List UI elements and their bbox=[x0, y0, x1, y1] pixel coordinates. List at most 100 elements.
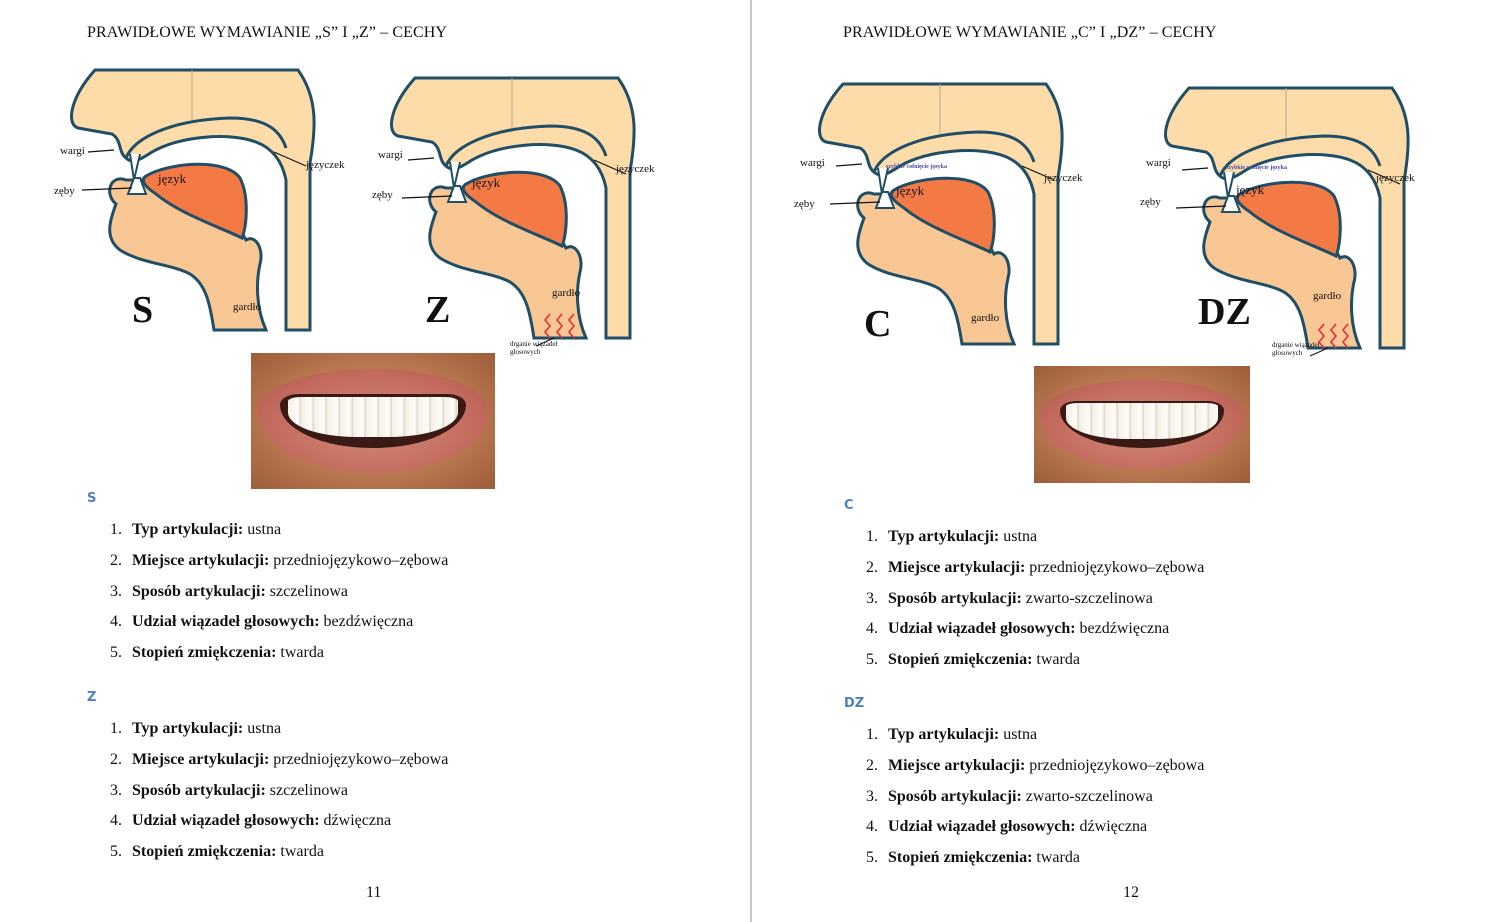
item-number: 2. bbox=[866, 756, 878, 774]
vibration-waves bbox=[543, 313, 576, 339]
smile-photo bbox=[251, 353, 495, 489]
list-item: 5.Stopień zmiękczenia: twarda bbox=[866, 849, 1080, 867]
item-value: zwarto-szczelinowa bbox=[1025, 589, 1153, 607]
item-number: 5. bbox=[110, 644, 122, 662]
label-vibration: drganie wiązadeł głosowych bbox=[510, 340, 558, 356]
item-value: dźwięczna bbox=[323, 812, 392, 830]
upper-head bbox=[70, 68, 316, 332]
vibration-waves bbox=[1317, 323, 1350, 349]
section-heading: Z bbox=[87, 690, 97, 705]
page-number: 11 bbox=[366, 884, 382, 901]
item-number: 5. bbox=[110, 843, 122, 861]
item-label: Stopień zmiękczenia: bbox=[888, 651, 1033, 669]
item-label: Miejsce artykulacji: bbox=[888, 756, 1026, 774]
tongue bbox=[461, 170, 568, 249]
lower-jaw bbox=[108, 177, 269, 332]
label-lips: wargi bbox=[1146, 157, 1171, 169]
item-number: 2. bbox=[110, 551, 122, 569]
list-item: 4.Udział wiązadeł głosowych: dźwięczna bbox=[866, 818, 1147, 836]
item-value: twarda bbox=[280, 644, 324, 662]
list-item: 4.Udział wiązadeł głosowych: bezdźwięczn… bbox=[110, 613, 413, 631]
label-teeth: zęby bbox=[372, 189, 393, 201]
list-item: 1. Typ artykulacji: ustna bbox=[866, 528, 1037, 546]
section-heading: C bbox=[844, 498, 854, 513]
label-lips: wargi bbox=[60, 145, 85, 157]
item-value: twarda bbox=[1036, 651, 1080, 669]
list-item: 2.Miejsce artykulacji: przedniojęzykowo–… bbox=[110, 751, 448, 769]
palate bbox=[444, 124, 608, 167]
uvula-pointer bbox=[1367, 169, 1401, 185]
item-number: 2. bbox=[110, 750, 122, 768]
uvula-pointer bbox=[593, 159, 627, 175]
item-number: 4. bbox=[866, 818, 878, 836]
page-divider bbox=[750, 0, 752, 922]
item-label: Miejsce artykulacji: bbox=[132, 551, 270, 569]
item-number: 3. bbox=[110, 781, 122, 799]
label-teeth: zęby bbox=[1140, 196, 1161, 208]
vocal-tract-drawing bbox=[390, 76, 636, 347]
item-value: przedniojęzykowo–zębowa bbox=[273, 551, 449, 569]
item-number: 5. bbox=[866, 651, 878, 669]
item-number: 3. bbox=[866, 589, 878, 607]
upper-head bbox=[818, 82, 1064, 346]
label-note: szybkie cofnięcie języka bbox=[886, 164, 947, 170]
articulation-diagram-z: wargi zęby język języczek gardło Z drgan… bbox=[350, 76, 670, 366]
item-label: Typ artykulacji: bbox=[888, 528, 1000, 545]
item-value: dźwięczna bbox=[1079, 818, 1148, 836]
phoneme-letter: C bbox=[864, 303, 892, 345]
item-number: 3. bbox=[110, 582, 122, 600]
item-value: ustna bbox=[1003, 528, 1038, 545]
smile-photo bbox=[1034, 366, 1250, 483]
item-label: Typ artykulacji: bbox=[132, 720, 244, 737]
label-tongue: język bbox=[896, 183, 925, 198]
upper-teeth bbox=[1223, 171, 1235, 199]
item-value: szczelinowa bbox=[269, 781, 348, 799]
label-lips: wargi bbox=[800, 157, 825, 169]
lower-teeth bbox=[126, 177, 148, 195]
item-label: Stopień zmiękczenia: bbox=[132, 644, 277, 662]
list-item: 2. Miejsce artykulacji: przedniojęzykowo–… bbox=[110, 552, 448, 570]
label-uvula: języczek bbox=[1044, 172, 1083, 184]
item-label: Udział wiązadeł głosowych: bbox=[132, 812, 320, 830]
articulation-diagram-c: wargi zęby szybkie cofnięcie języka języ… bbox=[778, 82, 1098, 372]
list-item: 3.Sposób artykulacji: zwarto-szczelinowa bbox=[866, 590, 1153, 608]
section-heading: S bbox=[87, 491, 97, 506]
item-number: 2. bbox=[866, 558, 878, 576]
page-header: PRAWIDŁOWE WYMAWIANIE „C” I „DZ” – CECHY bbox=[843, 24, 1217, 41]
phoneme-letter: Z bbox=[425, 289, 451, 331]
phoneme-letter: DZ bbox=[1198, 291, 1251, 333]
label-tongue: język bbox=[158, 171, 187, 186]
tongue bbox=[1235, 180, 1342, 259]
item-number: 1. bbox=[110, 521, 122, 538]
item-value: ustna bbox=[247, 720, 282, 737]
label-vibration: drganie wiązadeł głosowych bbox=[1272, 341, 1320, 357]
upper-teeth bbox=[129, 153, 141, 181]
list-item: 4.Udział wiązadeł głosowych: bezdźwięczn… bbox=[866, 620, 1169, 638]
uvula-pointer bbox=[273, 151, 307, 167]
item-number: 1. bbox=[866, 528, 878, 545]
lips-pointer bbox=[1181, 167, 1209, 171]
item-label: Sposób artykulacji: bbox=[132, 582, 266, 600]
page-12: PRAWIDŁOWE WYMAWIANIE „C” I „DZ” – CECHY… bbox=[752, 0, 1502, 922]
upper-teeth bbox=[877, 167, 889, 195]
page-header: PRAWIDŁOWE WYMAWIANIE „S” I „Z” – CECHY bbox=[87, 24, 448, 41]
item-label: Sposób artykulacji: bbox=[132, 781, 266, 799]
tongue bbox=[141, 162, 248, 241]
label-throat: gardło bbox=[552, 287, 581, 299]
lips-pointer bbox=[835, 163, 863, 167]
lower-jaw bbox=[1202, 195, 1363, 350]
lips-pointer bbox=[87, 149, 115, 153]
label-uvula: języczek bbox=[306, 159, 345, 171]
list-item: 3.Sposób artykulacji: szczelinowa bbox=[110, 583, 348, 601]
palate bbox=[1218, 134, 1382, 177]
palate bbox=[124, 116, 288, 159]
label-tongue: język bbox=[472, 175, 501, 190]
item-value: przedniojęzykowo–zębowa bbox=[1029, 756, 1205, 774]
page-number: 12 bbox=[1123, 884, 1139, 901]
item-value: przedniojęzykowo–zębowa bbox=[273, 750, 449, 768]
item-number: 3. bbox=[866, 787, 878, 805]
lower-teeth bbox=[874, 191, 896, 209]
lower-teeth bbox=[446, 185, 468, 203]
item-number: 4. bbox=[866, 620, 878, 638]
label-throat: gardło bbox=[233, 301, 262, 313]
